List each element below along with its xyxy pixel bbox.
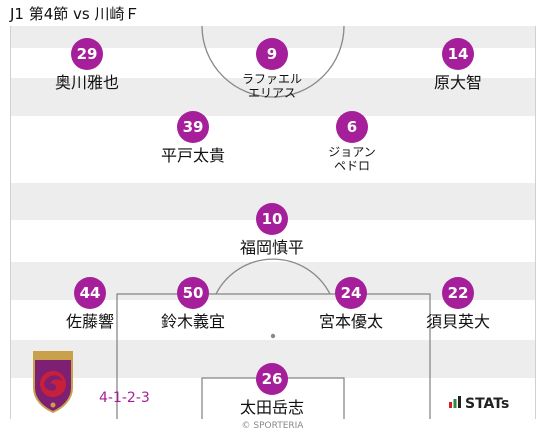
- player-name: ジョアン ペドロ: [292, 145, 412, 173]
- kyoto-sanga-crest-icon: [30, 348, 76, 418]
- player-number-badge: 6: [336, 111, 368, 143]
- stats-logo-text: STATs: [465, 396, 510, 412]
- player-name-line1: ジョアン: [328, 145, 376, 159]
- player-number-badge: 24: [335, 277, 367, 309]
- stats-bars-icon: [449, 396, 461, 412]
- stats-logo: STATs: [449, 396, 509, 412]
- player-number-badge: 26: [256, 363, 288, 395]
- player-number-badge: 44: [74, 277, 106, 309]
- player-number-badge: 22: [442, 277, 474, 309]
- player-name: 鈴木義宜: [160, 312, 225, 331]
- player-29[interactable]: 29 奥川雅也: [27, 38, 147, 92]
- player-14[interactable]: 14 原大智: [398, 38, 518, 92]
- player-name: 太田岳志: [239, 398, 304, 417]
- player-name: 佐藤響: [65, 312, 114, 331]
- player-26[interactable]: 26 太田岳志: [212, 363, 332, 417]
- pitch-lines: [116, 26, 431, 419]
- pitch-stripe: [11, 26, 535, 48]
- player-name: 宮本優太: [318, 312, 383, 331]
- player-39[interactable]: 39 平戸太貴: [133, 111, 253, 165]
- player-number-badge: 39: [177, 111, 209, 143]
- pitch: 29 奥川雅也 9 ラファエル エリアス 14 原大智 39 平戸太貴 6 ジョ…: [10, 26, 536, 419]
- player-number-badge: 50: [177, 277, 209, 309]
- player-name: 原大智: [433, 73, 482, 92]
- player-name: ラファエル エリアス: [212, 72, 332, 100]
- player-6[interactable]: 6 ジョアン ペドロ: [292, 111, 412, 173]
- player-24[interactable]: 24 宮本優太: [291, 277, 411, 331]
- formation-label: 4-1-2-3: [99, 390, 150, 406]
- player-name: 平戸太貴: [160, 146, 225, 165]
- player-name: 奥川雅也: [54, 73, 119, 92]
- player-50[interactable]: 50 鈴木義宜: [133, 277, 253, 331]
- player-22[interactable]: 22 須貝英大: [398, 277, 518, 331]
- player-number-badge: 14: [442, 38, 474, 70]
- player-name: 福岡慎平: [239, 238, 304, 257]
- match-title: J1 第4節 vs 川崎Ｆ: [10, 5, 140, 23]
- player-9[interactable]: 9 ラファエル エリアス: [212, 38, 332, 100]
- player-name-line2: エリアス: [247, 86, 296, 100]
- player-name-line2: ペドロ: [333, 159, 370, 173]
- player-name: 須貝英大: [425, 312, 490, 331]
- player-number-badge: 29: [71, 38, 103, 70]
- copyright-credit: © SPORTERIA: [241, 421, 304, 431]
- player-10[interactable]: 10 福岡慎平: [212, 203, 332, 257]
- player-number-badge: 10: [256, 203, 288, 235]
- player-name-line1: ラファエル: [241, 72, 302, 86]
- player-number-badge: 9: [256, 38, 288, 70]
- player-44[interactable]: 44 佐藤響: [30, 277, 150, 331]
